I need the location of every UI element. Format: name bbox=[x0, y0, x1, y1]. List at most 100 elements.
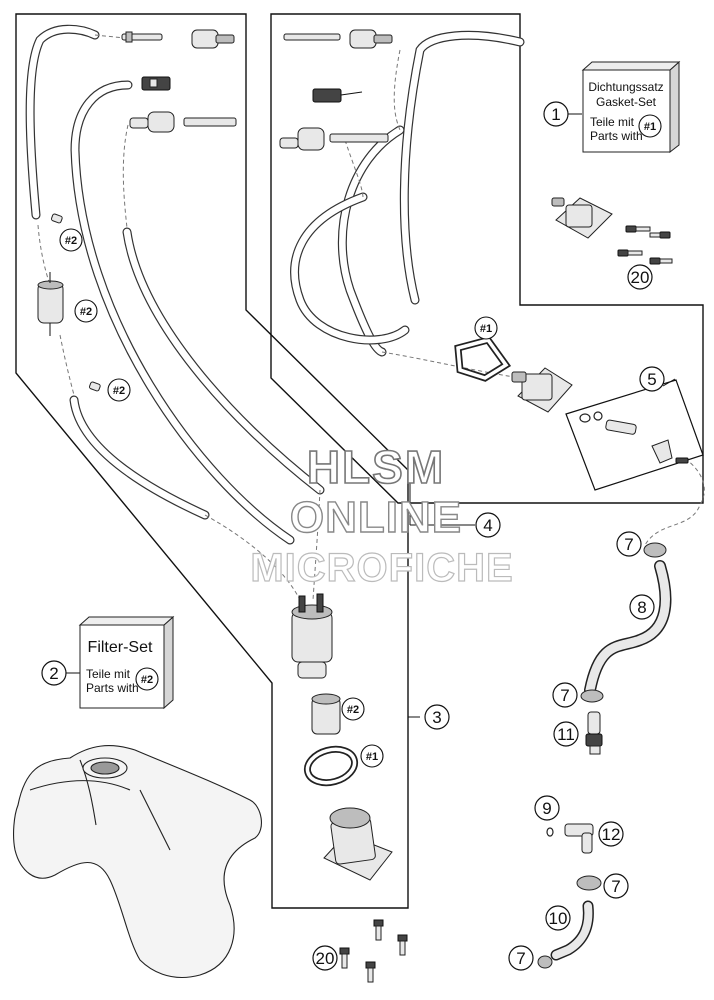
fuel-hose-right-c bbox=[290, 192, 410, 345]
callout-8: 8 bbox=[629, 594, 655, 620]
svg-text:12: 12 bbox=[602, 825, 621, 844]
gasket-set-box: Dichtungssatz Gasket-Set Teile mit Parts… bbox=[581, 60, 681, 154]
svg-text:10: 10 bbox=[549, 909, 568, 928]
callout-7-d: 7 bbox=[508, 945, 534, 971]
svg-text:1: 1 bbox=[551, 105, 560, 124]
callout-5: 5 bbox=[639, 366, 665, 392]
repair-kit-5-parts bbox=[579, 411, 689, 464]
fuel-pump-flange-assembly-outline bbox=[270, 13, 704, 504]
tag-1-seal-ring: #1 bbox=[360, 744, 384, 768]
fuel-hose-10 bbox=[550, 900, 594, 961]
hose-clip-1 bbox=[50, 213, 63, 224]
tag-2-hose-clip-upper: #2 bbox=[59, 228, 83, 252]
dashed-route-9 bbox=[381, 351, 521, 379]
hose-clamp-7a bbox=[643, 542, 667, 558]
svg-text:3: 3 bbox=[432, 708, 441, 727]
pump-flange-kit-image bbox=[551, 197, 613, 239]
callout-4: 4 bbox=[475, 512, 501, 538]
elbow-fitting-12 bbox=[564, 823, 594, 854]
fuel-pump-unit bbox=[291, 593, 333, 679]
callout-20-bottom: 20 bbox=[312, 945, 338, 971]
watermark-line-1: HLSM bbox=[307, 441, 445, 493]
dashed-route-8 bbox=[344, 139, 364, 198]
callout-2: 2 bbox=[41, 660, 67, 686]
o-ring-9 bbox=[546, 827, 554, 837]
watermark-line-2: ONLINE bbox=[290, 493, 462, 542]
svg-text:#2: #2 bbox=[347, 704, 359, 716]
dashed-route-4 bbox=[122, 124, 129, 229]
dashed-route-6 bbox=[312, 489, 321, 601]
callout-12: 12 bbox=[598, 821, 624, 847]
repair-kit-5-frame bbox=[565, 379, 704, 491]
svg-text:7: 7 bbox=[516, 949, 525, 968]
filter-set-tag: #2 bbox=[141, 674, 153, 686]
pump-mounting-flange bbox=[323, 807, 393, 881]
screw-set-bottom bbox=[339, 919, 408, 983]
fuel-hose-lower-left bbox=[69, 395, 210, 520]
svg-text:7: 7 bbox=[611, 877, 620, 896]
fuel-hose-8 bbox=[584, 560, 672, 696]
gasket-set-parts-de: Teile mit bbox=[590, 115, 635, 129]
tag-1-flange-gasket: #1 bbox=[474, 316, 498, 340]
hose-clamp-7c bbox=[576, 875, 602, 891]
electrical-connector-left bbox=[141, 76, 171, 91]
callout-11: 11 bbox=[553, 721, 579, 747]
svg-text:2: 2 bbox=[49, 664, 58, 683]
svg-text:9: 9 bbox=[542, 799, 551, 818]
fuel-hose-right-b bbox=[337, 125, 405, 357]
dashed-route-5 bbox=[204, 514, 301, 601]
svg-text:5: 5 bbox=[647, 370, 656, 389]
svg-text:#2: #2 bbox=[80, 306, 92, 318]
hose-clamp-7d bbox=[537, 955, 553, 969]
svg-text:8: 8 bbox=[637, 598, 646, 617]
gasket-set-title-de: Dichtungssatz bbox=[588, 80, 663, 94]
svg-text:20: 20 bbox=[316, 949, 335, 968]
callout-7-c: 7 bbox=[603, 873, 629, 899]
watermark-line-3: MICROFICHE bbox=[250, 546, 513, 590]
fuel-hose-right-a bbox=[399, 30, 525, 305]
fuel-hose-center bbox=[122, 227, 325, 495]
svg-text:4: 4 bbox=[483, 516, 492, 535]
quick-coupling-mid-left bbox=[129, 111, 237, 133]
svg-text:#2: #2 bbox=[65, 235, 77, 247]
flange-seal-ring bbox=[303, 745, 359, 787]
filter-set-parts-de: Teile mit bbox=[86, 667, 131, 681]
fuel-hose-long-left bbox=[25, 24, 100, 220]
tag-2-filter: #2 bbox=[74, 299, 98, 323]
svg-text:11: 11 bbox=[557, 725, 575, 744]
tag-2-pump-sleeve: #2 bbox=[341, 697, 365, 721]
callout-3: 3 bbox=[424, 704, 450, 730]
pump-filter-sleeve bbox=[311, 693, 341, 735]
svg-text:#2: #2 bbox=[113, 385, 125, 397]
gasket-set-parts-en: Parts with bbox=[590, 129, 643, 143]
dashed-route-1 bbox=[94, 34, 126, 39]
filter-set-box: Filter-Set Teile mit Parts with #2 bbox=[78, 615, 175, 710]
svg-text:20: 20 bbox=[631, 268, 650, 287]
screw-set-top-right bbox=[617, 225, 673, 265]
callout-20-top: 20 bbox=[627, 264, 653, 290]
quick-coupling-top-right-1 bbox=[283, 29, 393, 49]
fitting-11 bbox=[585, 711, 603, 755]
filter-set-title: Filter-Set bbox=[88, 639, 153, 656]
hose-clamp-7b bbox=[580, 689, 604, 703]
callout-7-b: 7 bbox=[552, 682, 578, 708]
fuel-tank bbox=[13, 745, 262, 979]
tag-2-hose-clip-lower: #2 bbox=[107, 378, 131, 402]
flange-gasket-right bbox=[454, 335, 512, 382]
fuel-hose-main bbox=[70, 80, 295, 545]
callout-7-a: 7 bbox=[616, 531, 642, 557]
quick-coupling-top-left bbox=[121, 29, 235, 49]
dashed-route-7 bbox=[393, 49, 401, 131]
inline-fuel-filter bbox=[37, 272, 64, 336]
dashed-route-3 bbox=[59, 334, 75, 396]
quick-coupling-top-right-2 bbox=[279, 127, 389, 151]
hose-clip-2 bbox=[88, 381, 101, 392]
pump-flange-right bbox=[511, 367, 573, 413]
gasket-set-tag: #1 bbox=[644, 121, 656, 133]
callout-10: 10 bbox=[545, 905, 571, 931]
svg-text:7: 7 bbox=[560, 686, 569, 705]
gasket-set-title-en: Gasket-Set bbox=[596, 95, 657, 109]
filter-set-parts-en: Parts with bbox=[86, 681, 139, 695]
electrical-connector-right bbox=[312, 88, 363, 103]
